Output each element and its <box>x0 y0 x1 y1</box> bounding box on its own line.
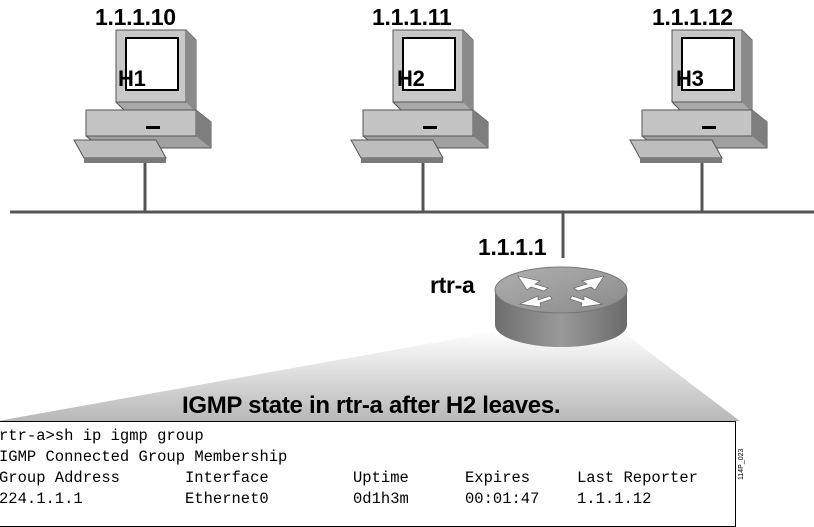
column-uptime: Uptime <box>353 469 409 487</box>
terminal-heading: IGMP Connected Group Membership <box>0 448 288 466</box>
host-h3-pc-icon <box>629 29 768 164</box>
router-name: rtr-a <box>430 272 475 298</box>
router-icon <box>494 266 628 347</box>
cell-interface: Ethernet0 <box>185 490 269 508</box>
host-h3-ip: 1.1.1.12 <box>652 4 733 30</box>
router-ip: 1.1.1.1 <box>478 234 547 260</box>
callout-wedge <box>0 330 740 421</box>
host-h1-ip: 1.1.1.10 <box>95 4 176 30</box>
host-h2-pc-icon <box>350 29 489 164</box>
cell-expires: 00:01:47 <box>465 490 540 508</box>
column-interface: Interface <box>185 469 269 487</box>
host-h3-screen-label: H3 <box>676 66 704 91</box>
callout-title: IGMP state in rtr-a after H2 leaves. <box>182 392 561 419</box>
column-group-address: Group Address <box>0 469 120 487</box>
host-h2-ip: 1.1.1.11 <box>372 4 452 30</box>
terminal-command: rtr-a>sh ip igmp group <box>0 427 204 445</box>
column-expires: Expires <box>465 469 531 487</box>
host-h1-pc-icon <box>73 29 212 164</box>
host-h2-screen-label: H2 <box>397 66 425 91</box>
terminal-output: rtr-a>sh ip igmp group IGMP Connected Gr… <box>0 421 736 527</box>
cell-group-address: 224.1.1.1 <box>0 490 83 508</box>
host-h1-screen-label: H1 <box>118 66 146 91</box>
figure-id: 114P_023 <box>738 448 745 480</box>
cell-last-reporter: 1.1.1.12 <box>577 490 652 508</box>
column-last-reporter: Last Reporter <box>577 469 698 487</box>
cell-uptime: 0d1h3m <box>353 490 409 508</box>
